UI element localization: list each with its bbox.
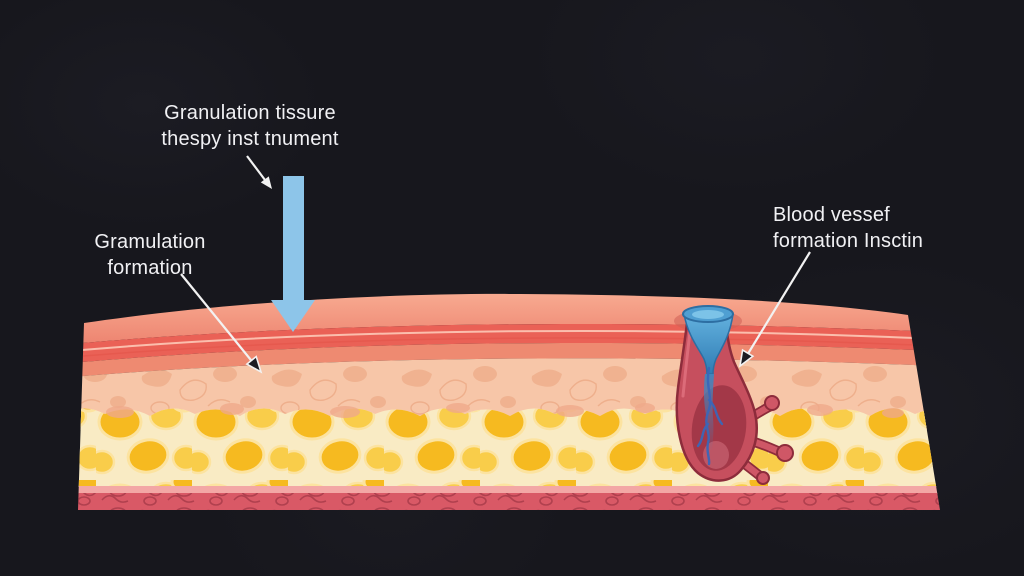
- tool-arrow: [271, 176, 315, 332]
- label-granulation: Gramulation formation: [92, 229, 208, 281]
- epidermis-red-band: [78, 323, 940, 364]
- epidermis-shadow-line: [78, 337, 940, 359]
- fat-gap-pink-spots: [106, 403, 904, 418]
- annotation-arrow-vessel: [738, 251, 811, 368]
- epidermis-salmon-band: [78, 342, 940, 378]
- label-blood-vessel-line1: Blood vessef: [773, 204, 890, 226]
- label-granulation-line2: formation: [107, 257, 193, 279]
- blood-vessel: [675, 305, 794, 485]
- vein-lines: [696, 366, 724, 466]
- label-instrument-line2: thespy inst tnument: [161, 128, 339, 150]
- vessel-rim-inner: [692, 310, 724, 319]
- epidermis-highlight-line: [78, 329, 940, 353]
- epidermis-top-band: [78, 293, 940, 345]
- label-granulation-line1: Gramulation: [94, 231, 206, 253]
- label-blood-vessel: Blood vessef formation Insctin: [773, 202, 953, 254]
- label-instrument: Granulation tissure thespy inst tnument: [160, 100, 340, 152]
- label-instrument-line1: Granulation tissure: [164, 102, 336, 124]
- annotation-arrow-granulation: [180, 273, 263, 374]
- skin-cross-section: [78, 293, 940, 510]
- base-muscle-texture: [78, 493, 940, 510]
- pink-separator-line: [78, 486, 940, 494]
- vessel-sac-highlight: [681, 330, 692, 398]
- fat-bubbles-texture: [78, 408, 940, 487]
- vessel-branches: [737, 395, 794, 485]
- annotation-arrow-instrument: [246, 155, 272, 189]
- label-blood-vessel-line2: formation Insctin: [773, 230, 924, 252]
